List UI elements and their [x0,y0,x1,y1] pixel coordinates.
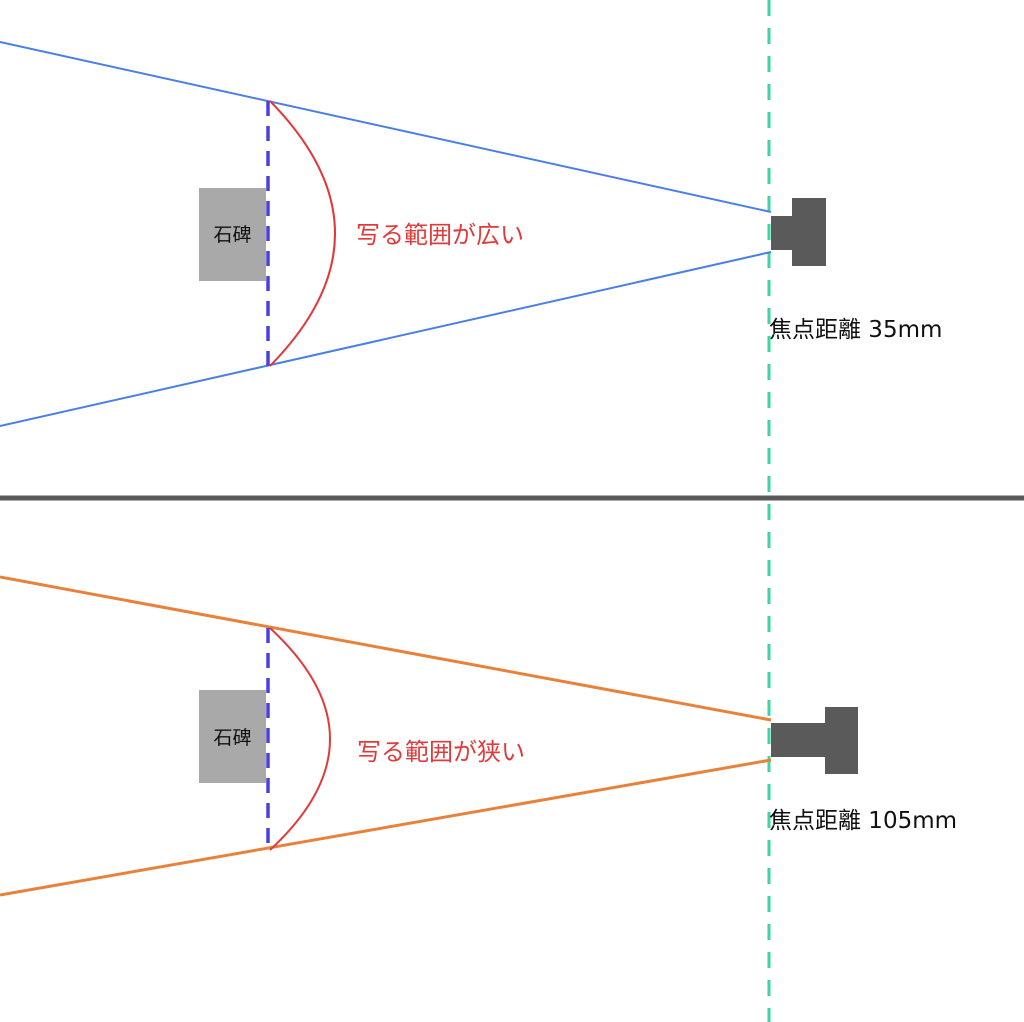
top-range-label: 写る範囲が広い [356,221,524,249]
bottom-stone-label: 石碑 [213,727,251,749]
top-upper-ray [0,41,772,213]
bottom-stone [199,690,266,783]
top-focal-label: 焦点距離 35mm [769,317,942,343]
top-panel: 石碑 写る範囲が広い 焦点距離 35mm [0,41,942,427]
bottom-panel: 石碑 写る範囲が狭い 焦点距離 105mm [0,575,957,897]
top-lower-ray [0,251,772,427]
bottom-lower-ray [0,758,772,897]
bottom-upper-ray [0,575,772,722]
bottom-focal-label: 焦点距離 105mm [769,808,957,834]
top-stone [199,188,266,281]
bottom-range-label: 写る範囲が狭い [357,738,525,766]
top-stone-label: 石碑 [213,224,251,246]
bottom-camera-icon [771,707,858,774]
top-field-arc [269,100,336,367]
top-camera-icon [771,198,826,266]
bottom-field-arc [269,627,331,851]
